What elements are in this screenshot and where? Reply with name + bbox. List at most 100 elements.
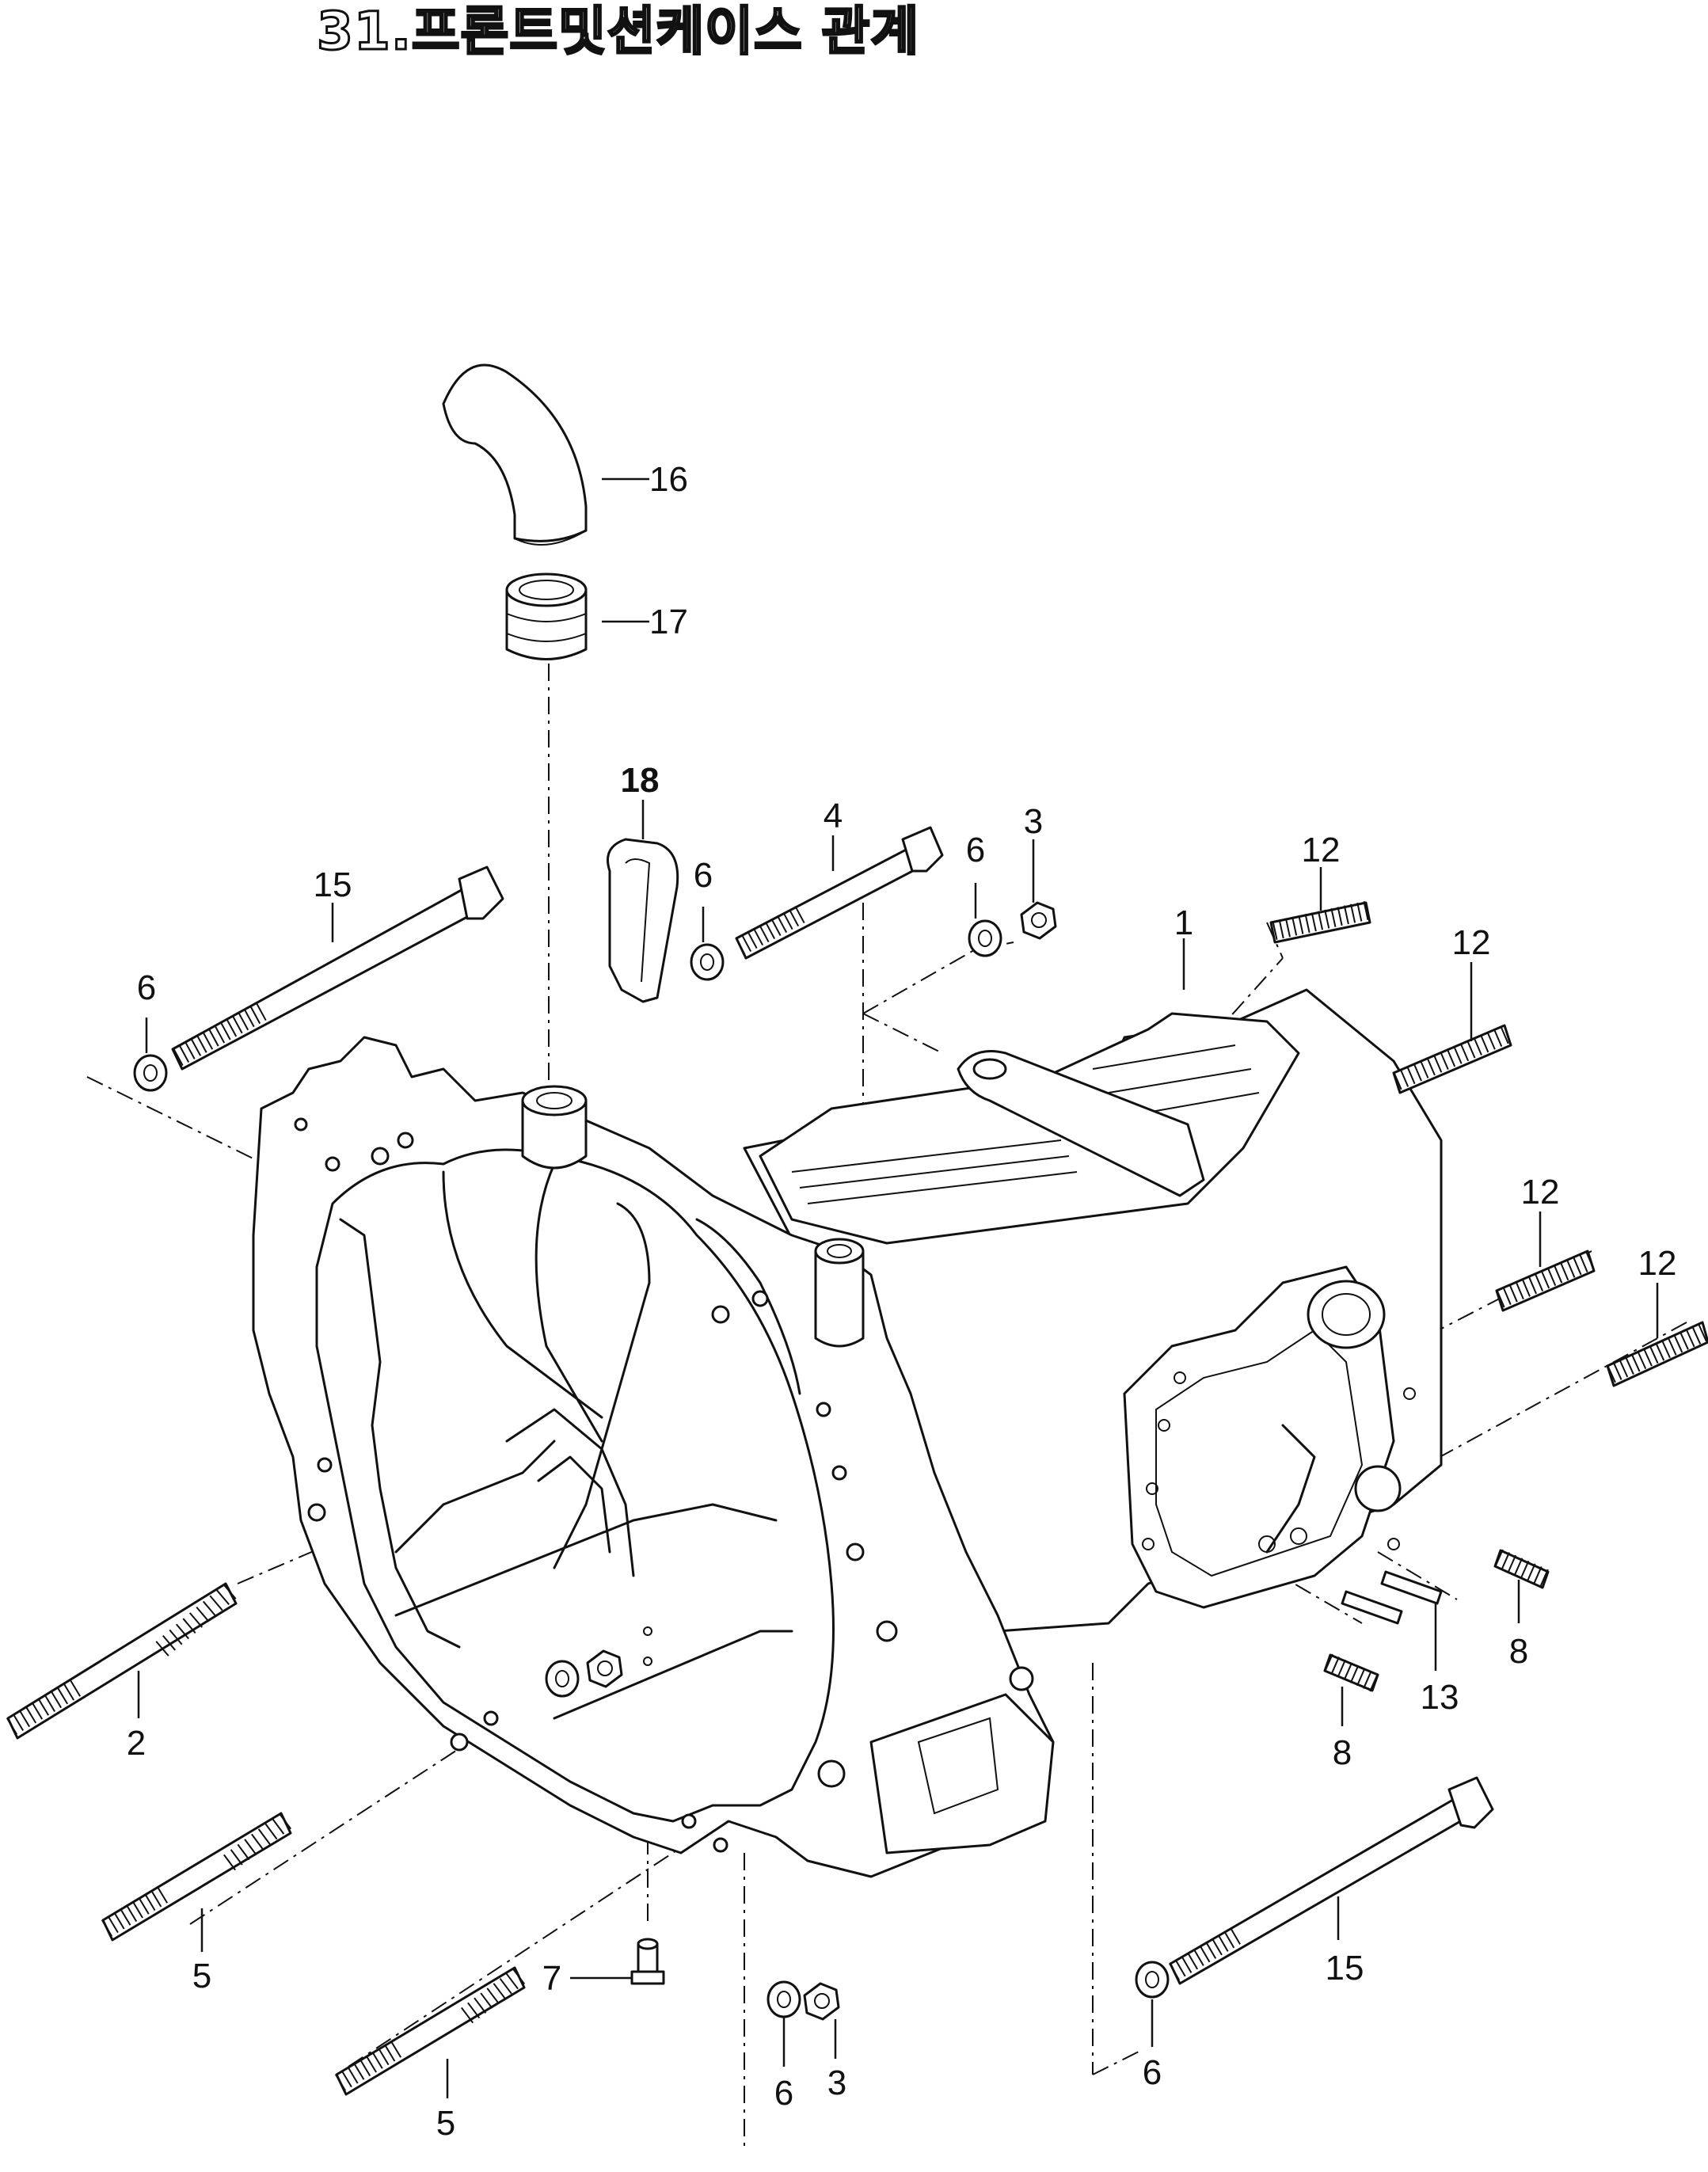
thread-tick xyxy=(467,2002,481,2019)
thread-tick xyxy=(1393,1071,1402,1090)
thread-tick xyxy=(1350,903,1356,923)
thread-tick xyxy=(740,934,752,953)
leader-lines xyxy=(137,477,1659,2098)
thread-tick xyxy=(107,1915,119,1934)
bolt-4 xyxy=(735,826,944,960)
thread-tick xyxy=(499,1978,512,1995)
thread-tick xyxy=(770,918,782,937)
thread-tick xyxy=(56,1687,69,1705)
thread-tick xyxy=(1508,1284,1518,1303)
thread-tick xyxy=(1513,1558,1524,1577)
thread-tick xyxy=(1298,915,1304,934)
thread-tick xyxy=(1272,921,1278,940)
grommet-17 xyxy=(505,572,588,660)
thread-tick xyxy=(1546,1268,1557,1287)
callout-18: 18 xyxy=(621,761,660,800)
thread-tick xyxy=(1356,902,1363,922)
callout-15: 15 xyxy=(1326,1949,1364,1988)
thread-tick xyxy=(1440,1052,1449,1071)
thread-tick xyxy=(18,1710,31,1728)
thread-tick xyxy=(1406,1066,1416,1085)
thread-tick xyxy=(1560,1262,1569,1281)
thread-tick xyxy=(1324,1653,1333,1672)
thread-tick xyxy=(1187,1952,1199,1970)
thread-tick xyxy=(1573,1257,1582,1276)
thread-tick xyxy=(1526,1563,1536,1582)
thread-tick xyxy=(226,1019,238,1037)
thread-tick xyxy=(101,1919,113,1937)
callout-2: 2 xyxy=(127,1724,146,1763)
thread-tick xyxy=(156,1886,169,1904)
thread-tick xyxy=(782,911,793,930)
thread-tick xyxy=(1453,1045,1463,1064)
thread-tick xyxy=(480,1992,493,2009)
callout-12: 12 xyxy=(1302,831,1341,869)
thread-tick xyxy=(1369,1673,1379,1692)
thread-tick xyxy=(460,2007,474,2024)
thread-tick xyxy=(264,1823,278,1840)
thread-tick xyxy=(223,1584,237,1600)
thread-tick xyxy=(223,1854,236,1871)
thread-tick xyxy=(1655,1342,1665,1361)
thread-tick xyxy=(353,2063,365,2080)
thread-tick xyxy=(1211,1938,1223,1956)
callout-8: 8 xyxy=(1333,1733,1352,1772)
thread-tick xyxy=(1515,1281,1524,1300)
thread-tick xyxy=(272,1818,285,1835)
thread-tick xyxy=(1486,1031,1496,1050)
thread-tick xyxy=(173,1048,184,1067)
thread-tick xyxy=(384,2044,396,2062)
thread-tick xyxy=(1330,907,1337,927)
thread-tick xyxy=(1356,1668,1366,1687)
callouts: 1 2 3 3 4 5 5 6 6 6 6 6 7 8 8 12 12 12 1… xyxy=(127,460,1677,2143)
stud-5-upper xyxy=(101,1812,292,1942)
thread-tick xyxy=(1691,1326,1702,1345)
thread-tick xyxy=(1337,1659,1347,1678)
thread-tick xyxy=(1637,1351,1647,1370)
thread-tick xyxy=(1643,1348,1653,1367)
thread-tick xyxy=(184,1041,196,1059)
callout-4: 4 xyxy=(824,797,843,835)
thread-tick xyxy=(747,930,758,949)
thread-tick xyxy=(474,1997,487,2014)
thread-tick xyxy=(1337,907,1343,926)
thread-tick xyxy=(1685,1329,1695,1348)
thread-tick xyxy=(1527,1276,1537,1295)
bracket-18 xyxy=(607,838,679,1003)
thread-tick xyxy=(347,2066,359,2084)
studs-8 xyxy=(1323,1549,1550,1692)
thread-tick xyxy=(214,1025,226,1044)
thread-tick xyxy=(6,1717,18,1735)
thread-tick xyxy=(1521,1278,1531,1297)
callout-16: 16 xyxy=(649,460,688,499)
thread-tick xyxy=(69,1679,82,1697)
callout-13: 13 xyxy=(1421,1678,1459,1717)
thread-tick xyxy=(1432,1054,1443,1073)
thread-tick xyxy=(1673,1334,1683,1353)
thread-tick xyxy=(237,1843,250,1861)
thread-tick xyxy=(1520,1560,1530,1579)
thread-tick xyxy=(37,1698,50,1716)
thread-tick xyxy=(249,1006,261,1025)
thread-tick xyxy=(1426,1057,1436,1076)
callout-12: 12 xyxy=(1638,1244,1677,1283)
thread-tick xyxy=(764,921,776,940)
thread-tick xyxy=(120,1908,131,1926)
thread-tick xyxy=(378,2048,390,2066)
thread-tick xyxy=(188,1612,204,1628)
callout-6: 6 xyxy=(137,968,156,1007)
thread-tick xyxy=(1493,1029,1503,1048)
thread-tick xyxy=(735,937,746,956)
thread-tick xyxy=(1554,1265,1563,1284)
thread-tick xyxy=(759,924,770,943)
thread-tick xyxy=(1496,1289,1505,1308)
callout-5: 5 xyxy=(192,1957,211,1995)
thread-tick xyxy=(1193,1949,1204,1966)
thread-tick xyxy=(1667,1337,1677,1356)
callout-6: 6 xyxy=(774,2074,793,2113)
thread-tick xyxy=(1446,1048,1456,1067)
page-title: 31.프론트밋션케이스 관계 xyxy=(315,0,920,63)
callout-7: 7 xyxy=(542,1959,561,1998)
thread-tick xyxy=(150,1889,162,1908)
thread-tick xyxy=(1399,1068,1409,1087)
